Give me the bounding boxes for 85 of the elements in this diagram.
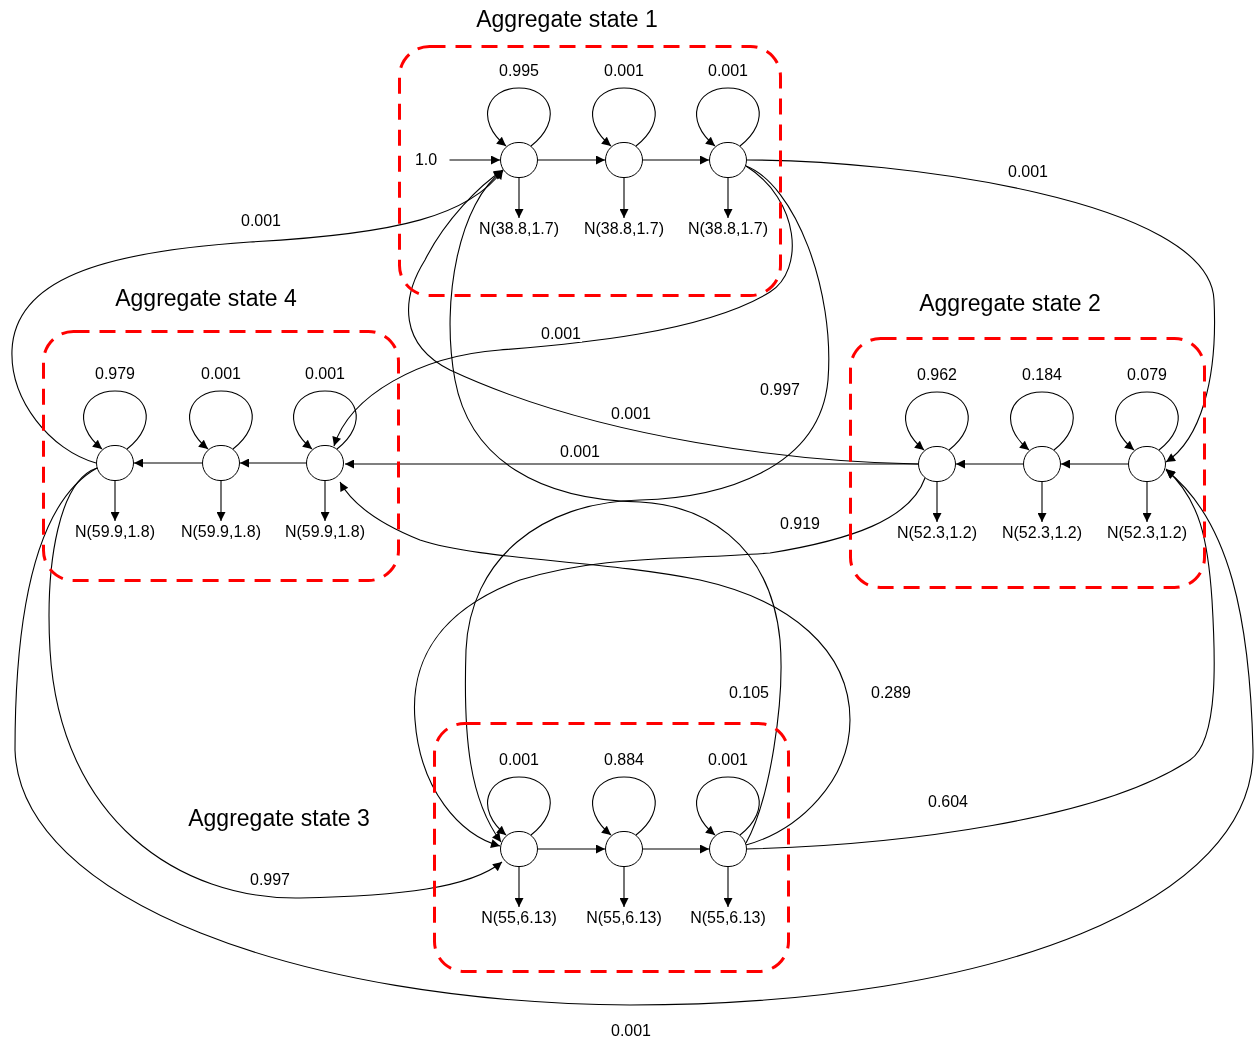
- edge-label: 0.001: [240, 213, 282, 229]
- edge-label: 0.001: [1007, 164, 1049, 180]
- arrow: [11, 169, 504, 464]
- edge-label: 0.289: [870, 685, 912, 701]
- edge-label: 0.105: [728, 685, 770, 701]
- self-loop-arrow: [592, 87, 656, 147]
- edge-label: 0.919: [779, 516, 821, 532]
- arrow: [932, 481, 942, 523]
- arrow: [746, 468, 1215, 850]
- state-label: N(38.8,1.7): [479, 221, 559, 237]
- edge-label: 0.001: [707, 752, 749, 768]
- state-label: N(52.3,1.2): [1107, 525, 1187, 541]
- self-loop-arrow: [487, 776, 551, 836]
- state-label: N(59.9,1.8): [181, 524, 261, 540]
- self-loop-arrow: [1115, 391, 1179, 451]
- self-loop-arrow: [1010, 391, 1074, 451]
- state-label: N(52.3,1.2): [897, 525, 977, 541]
- edge-label: 0.001: [610, 406, 652, 422]
- self-loop-arrow: [487, 87, 551, 147]
- edge-label: 0.001: [603, 63, 645, 79]
- edge-label: 0.184: [1021, 367, 1063, 383]
- arrow: [619, 866, 629, 908]
- arrow: [464, 165, 830, 843]
- edge-label: 0.001: [610, 1023, 652, 1039]
- edge-label: 0.997: [249, 872, 291, 888]
- arrow: [1142, 481, 1152, 523]
- state-label: 1.0: [414, 152, 438, 168]
- self-loop-arrow: [905, 391, 969, 451]
- self-loop-arrow: [696, 87, 760, 147]
- arrow: [514, 177, 524, 219]
- arrow: [408, 169, 919, 465]
- edge-label: 0.997: [759, 382, 801, 398]
- arrow: [955, 459, 1024, 469]
- arrow: [216, 480, 226, 522]
- arrow: [110, 480, 120, 522]
- arrow: [642, 844, 710, 854]
- group-title: Aggregate state 4: [115, 286, 297, 310]
- arrow: [333, 165, 793, 447]
- arrow: [14, 467, 1254, 1006]
- arrow: [413, 477, 926, 848]
- arrow: [723, 866, 733, 908]
- edge-label: 0.604: [927, 794, 969, 810]
- arrow: [448, 155, 501, 165]
- edge-label: 0.979: [94, 366, 136, 382]
- edge-label: 0.001: [540, 326, 582, 342]
- state-label: N(52.3,1.2): [1002, 525, 1082, 541]
- self-loop-arrow: [592, 776, 656, 836]
- state-label: N(38.8,1.7): [584, 221, 664, 237]
- state-label: N(59.9,1.8): [285, 524, 365, 540]
- arrow: [320, 480, 330, 522]
- edge-label: 0.001: [200, 366, 242, 382]
- arrow: [48, 467, 503, 899]
- edge-label: 0.884: [603, 752, 645, 768]
- arrow: [619, 177, 629, 219]
- edge-label: 0.079: [1126, 367, 1168, 383]
- state-label: N(59.9,1.8): [75, 524, 155, 540]
- self-loop-arrow: [83, 390, 147, 450]
- state-label: N(55,6.13): [586, 910, 662, 926]
- edge-label: 0.001: [304, 366, 346, 382]
- edge-label: 0.001: [559, 444, 601, 460]
- arrow: [642, 155, 710, 165]
- arrow: [344, 459, 919, 469]
- edge-label: 0.001: [707, 63, 749, 79]
- state-label: N(55,6.13): [481, 910, 557, 926]
- state-label: N(55,6.13): [690, 910, 766, 926]
- group-title: Aggregate state 3: [188, 806, 370, 830]
- edge-label: 0.995: [498, 63, 540, 79]
- self-loop-arrow: [696, 776, 760, 836]
- arrow: [133, 458, 203, 468]
- arrow: [1060, 459, 1129, 469]
- arrow: [537, 844, 606, 854]
- self-loop-arrow: [189, 390, 253, 450]
- arrow: [239, 458, 307, 468]
- arrow: [537, 155, 606, 165]
- arrow: [339, 481, 851, 846]
- self-loop-arrow: [293, 390, 357, 450]
- group-title: Aggregate state 2: [919, 291, 1101, 315]
- edge-label: 0.001: [498, 752, 540, 768]
- arrow: [514, 866, 524, 908]
- group-title: Aggregate state 1: [476, 7, 658, 31]
- arrow: [723, 177, 733, 219]
- arrow: [746, 159, 1216, 463]
- state-label: N(38.8,1.7): [688, 221, 768, 237]
- arrow: [1037, 481, 1047, 523]
- edge-label: 0.962: [916, 367, 958, 383]
